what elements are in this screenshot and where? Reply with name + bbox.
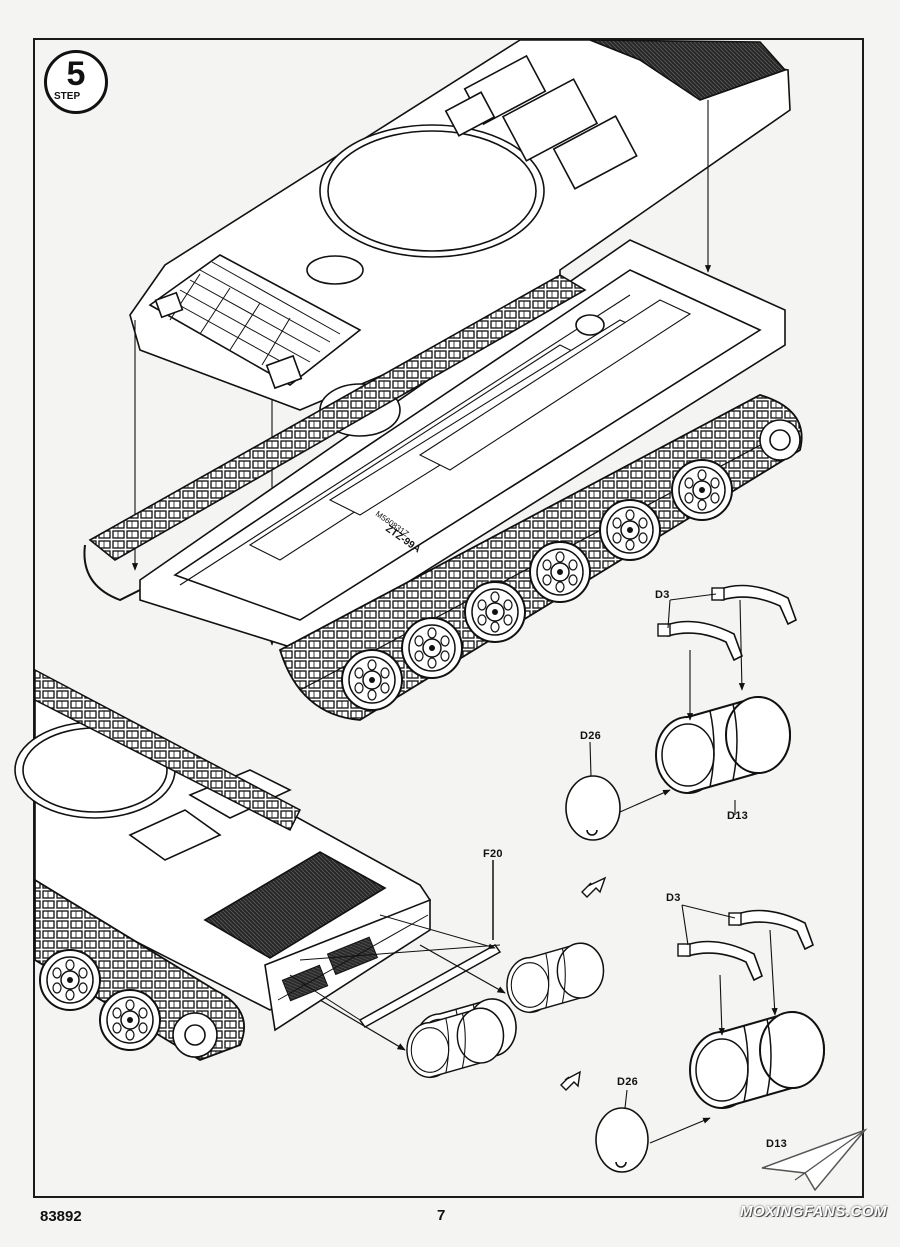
kit-code: 83892: [40, 1208, 82, 1225]
far-track: [88, 274, 587, 561]
part-label-d3-bottom: D3: [666, 892, 681, 904]
part-label-d13-bottom: D13: [766, 1138, 788, 1150]
upper-hull: [129, 39, 791, 411]
rear-hull: [14, 688, 432, 1032]
part-label-d26-bottom: D26: [617, 1076, 639, 1088]
part-label-d26-top: D26: [580, 730, 602, 742]
page-number: 7: [437, 1207, 446, 1224]
part-label-f20: F20: [483, 848, 503, 860]
step-badge: 5 STEP: [44, 50, 108, 114]
rack-assembly: [289, 860, 502, 1028]
page-frame: [33, 38, 864, 1198]
drum-assembly-bottom: [595, 904, 825, 1173]
paper-plane-icon: [761, 1128, 868, 1192]
drum-assembly-top: [565, 584, 797, 841]
watermark-text: MOXINGFANS.COM: [740, 1203, 888, 1220]
part-label-d3-top: D3: [655, 589, 670, 601]
step-word: STEP: [54, 91, 81, 102]
lower-hull: [139, 239, 786, 651]
step-number: 5: [66, 55, 86, 93]
part-label-d13: D13: [727, 810, 749, 822]
